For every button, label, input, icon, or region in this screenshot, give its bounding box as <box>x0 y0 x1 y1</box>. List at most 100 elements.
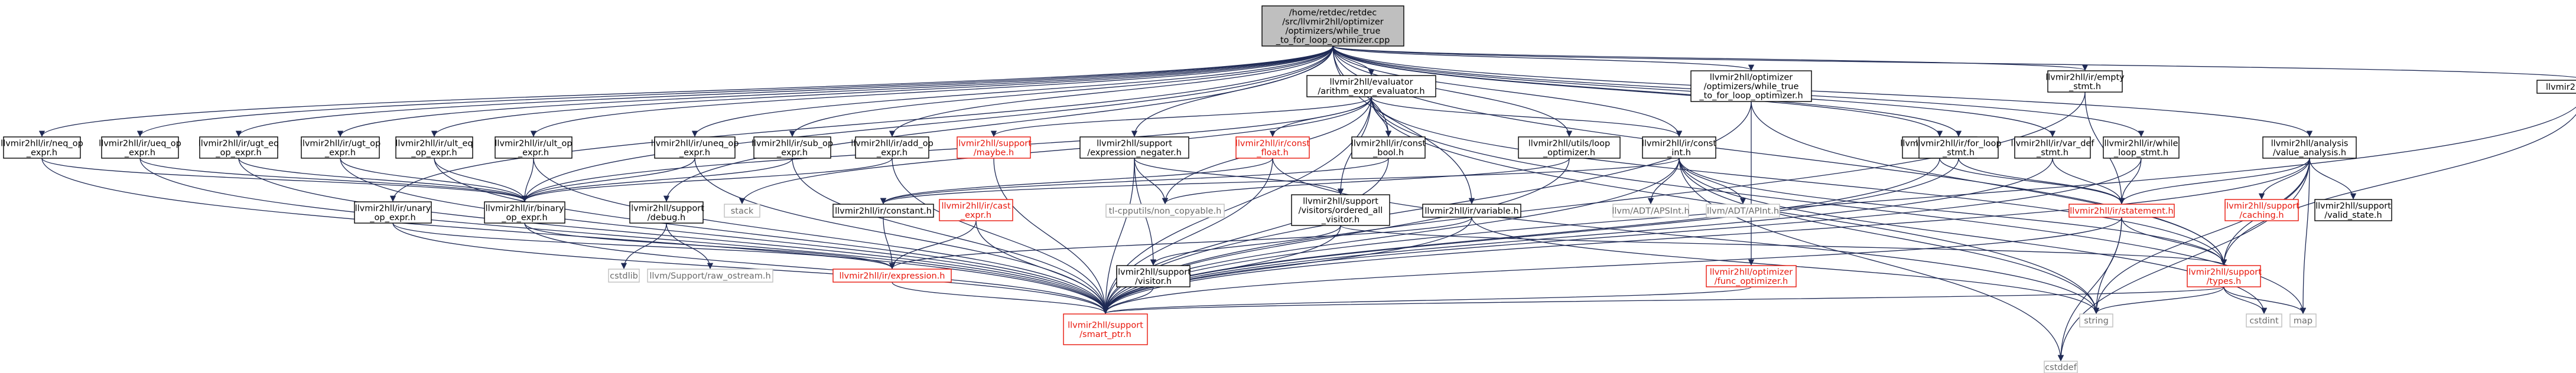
node-debug[interactable]: llvmir2hll/support/debug.h <box>629 201 704 224</box>
edge-func_opt-to-smart_ptr <box>1102 286 1752 315</box>
node-non-copyable[interactable]: tl-cpputils/non_copyable.h <box>1105 204 1225 218</box>
node-constant[interactable]: llvmir2hll/ir/constant.h <box>832 204 934 218</box>
node-uneq-op[interactable]: llvmir2hll/ir/uneq_op_expr.h <box>651 136 739 159</box>
node-smart-ptr[interactable]: llvmir2hll/support/smart_ptr.h <box>1063 313 1148 345</box>
node-ugt-op-label: _expr.h <box>324 148 356 158</box>
node-variable-box <box>1422 204 1521 218</box>
node-for-loop-box <box>1918 136 1999 159</box>
edge-const_int-to-types <box>1679 158 2227 266</box>
edge-value_analysis-to-caching <box>2258 158 2310 200</box>
node-map[interactable]: map <box>2289 313 2317 328</box>
node-statement-box <box>2068 204 2175 218</box>
node-arith-eval[interactable]: llvmir2hll/evaluator/arithm_expr_evaluat… <box>1306 75 1436 97</box>
edge-root-to-ueq_op <box>137 45 1333 138</box>
node-unary-op-box <box>354 201 432 224</box>
node-ult-eq[interactable]: llvmir2hll/ir/ult_eq_op_expr.h <box>395 136 473 159</box>
node-valid-state-box <box>2314 199 2392 221</box>
node-types[interactable]: llvmir2hll/support/types.h <box>2186 265 2262 287</box>
node-utils-ir[interactable]: llvmir2hll/utils/ir.h <box>2536 80 2576 94</box>
node-while-loop[interactable]: llvmir2hll/ir/while_loop_stmt.h <box>2103 136 2180 159</box>
node-apint[interactable]: llvm/ADT/APInt.h <box>1706 204 1780 218</box>
node-unary-op[interactable]: llvmir2hll/ir/unary_op_expr.h <box>354 201 432 224</box>
edge-arith_eval-to-types <box>1371 96 2227 266</box>
node-debug-label: llvmir2hll/support <box>629 204 704 213</box>
node-utils-loop-label: llvmir2hll/utils/loop <box>1528 139 1610 148</box>
node-expression-box <box>832 269 952 283</box>
node-raw-ostream[interactable]: llvm/Support/raw_ostream.h <box>647 269 773 283</box>
node-const-float-label: llvmir2hll/ir/const <box>1235 139 1310 148</box>
node-maybe[interactable]: llvmir2hll/support/maybe.h <box>956 136 1032 159</box>
edge-root-to-utils_loop <box>1332 45 1573 138</box>
edge-add_op-to-smart_ptr <box>892 158 1109 315</box>
node-visitor-box <box>1116 265 1191 287</box>
node-wt-opt-h-label: _to_for_loop_optimizer.h <box>1699 91 1803 101</box>
node-expr-negater[interactable]: llvmir2hll/support/expression_negater.h <box>1079 136 1189 159</box>
node-empty-stmt-label: llvmir2hll/ir/empty <box>2045 73 2125 82</box>
node-value-analysis[interactable]: llvmir2hll/analysis/value_analysis.h <box>2262 136 2357 159</box>
edge-const_int-to-string <box>1679 158 2100 315</box>
node-caching[interactable]: llvmir2hll/support/caching.h <box>2224 199 2299 221</box>
node-while-loop-label: llvmir2hll/ir/while <box>2104 139 2178 148</box>
node-binary-op[interactable]: llvmir2hll/ir/binary_op_expr.h <box>484 201 565 224</box>
node-ordered-visitor[interactable]: llvmir2hll/support/visitors/ordered_all_… <box>1291 194 1390 226</box>
node-ugt-op[interactable]: llvmir2hll/ir/ugt_op_expr.h <box>300 136 380 159</box>
node-ult-op[interactable]: llvmir2hll/ir/ult_op_expr.h <box>495 136 573 159</box>
node-stack[interactable]: stack <box>724 204 760 218</box>
node-const-bool[interactable]: llvmir2hll/ir/const_bool.h <box>1351 136 1426 159</box>
node-ordered-visitor-label: _visitor.h <box>1321 215 1359 225</box>
node-string[interactable]: string <box>2079 313 2113 328</box>
node-utils-loop[interactable]: llvmir2hll/utils/loop_optimizer.h <box>1518 136 1621 159</box>
node-expression[interactable]: llvmir2hll/ir/expression.h <box>832 269 952 283</box>
node-cstdlib[interactable]: cstdlib <box>608 269 640 283</box>
node-expr-negater-label: llvmir2hll/support <box>1097 139 1172 148</box>
node-add-op[interactable]: llvmir2hll/ir/add_op_expr.h <box>851 136 934 159</box>
node-variable[interactable]: llvmir2hll/ir/variable.h <box>1422 204 1521 218</box>
node-binary-op-box <box>484 201 565 224</box>
node-var-def-box <box>2014 136 2091 159</box>
edge-const_float-to-string <box>1272 158 2100 315</box>
node-const-bool-label: _bool.h <box>1372 148 1404 158</box>
node-wt-opt-h[interactable]: llvmir2hll/optimizer/optimizers/while_tr… <box>1690 70 1812 102</box>
node-const-int[interactable]: llvmir2hll/ir/const_int.h <box>1642 136 1717 159</box>
edge-root-to-for_loop <box>1332 45 1962 138</box>
node-caching-label: /caching.h <box>2239 211 2284 220</box>
edge-const_int-to-apint <box>1679 158 1746 205</box>
node-statement[interactable]: llvmir2hll/ir/statement.h <box>2068 204 2175 218</box>
node-ordered-visitor-label: /visitors/ordered_all <box>1299 206 1383 215</box>
node-var-def[interactable]: llvmir2hll/ir/var_def_stmt.h <box>2011 136 2095 159</box>
node-ugt-eq[interactable]: llvmir2hll/ir/ugt_eq_op_expr.h <box>199 136 279 159</box>
edge-ugt_eq-to-binary_op <box>238 158 528 202</box>
node-root[interactable]: /home/retdec/retdec/src/llvmir2hll/optim… <box>1261 5 1404 47</box>
edge-ordered_visitor-to-visitor <box>1150 225 1341 266</box>
node-sub-op[interactable]: llvmir2hll/ir/sub_op_expr.h <box>752 136 833 159</box>
node-neq-op[interactable]: llvmir2hll/ir/neq_op_expr.h <box>1 136 83 159</box>
edge-arith_eval-to-const_int <box>1371 96 1683 138</box>
edge-types-to-string <box>2093 286 2224 315</box>
node-visitor[interactable]: llvmir2hll/support/visitor.h <box>1115 265 1191 287</box>
node-for-loop[interactable]: llvmir2hll/ir/for_loop_stmt.h <box>1915 136 2002 159</box>
node-ordered-visitor-label: llvmir2hll/support <box>1303 197 1378 207</box>
node-const-float[interactable]: llvmir2hll/ir/const_float.h <box>1235 136 1310 159</box>
node-arith-eval-label: /arithm_expr_evaluator.h <box>1318 87 1424 96</box>
edge-binary_op-to-expression <box>524 223 896 270</box>
edge-statement-to-cstddef <box>2057 217 2122 362</box>
node-cstddef[interactable]: cstddef <box>2044 361 2078 373</box>
node-ueq-op[interactable]: llvmir2hll/ir/ueq_op_expr.h <box>99 136 181 159</box>
node-ueq-op-label: _expr.h <box>124 148 155 158</box>
node-empty-stmt[interactable]: llvmir2hll/ir/empty_stmt.h <box>2045 70 2125 93</box>
node-func-opt[interactable]: llvmir2hll/optimizer/func_optimizer.h <box>1706 265 1797 287</box>
node-for-loop-label: llvmir2hll/ir/for_loop <box>1915 139 2001 148</box>
node-map-label: map <box>2294 316 2312 326</box>
node-valid-state[interactable]: llvmir2hll/support/valid_state.h <box>2314 199 2392 221</box>
edge-neq_op-to-binary_op <box>41 158 528 202</box>
node-apsint[interactable]: llvm/ADT/APSInt.h <box>1612 204 1690 218</box>
node-cast[interactable]: llvmir2hll/ir/cast_expr.h <box>939 199 1013 221</box>
node-func-opt-label: llvmir2hll/optimizer <box>1710 267 1793 277</box>
edge-root-to-value_analysis <box>1332 45 2312 138</box>
node-ugt-eq-box <box>199 136 278 159</box>
edge-utils_loop-to-non_copyable <box>1162 158 1570 205</box>
node-cstdint[interactable]: cstdint <box>2246 313 2282 328</box>
node-ult-eq-label: llvmir2hll/ir/ult_eq <box>395 139 473 148</box>
edge-root-to-add_op <box>889 45 1333 138</box>
